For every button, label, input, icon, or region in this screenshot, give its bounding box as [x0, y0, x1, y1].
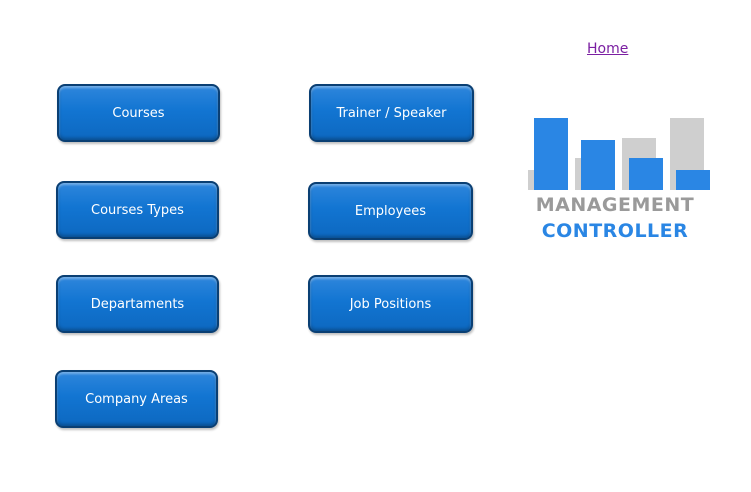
courses-button[interactable]: Courses: [57, 84, 220, 142]
trainer-speaker-button[interactable]: Trainer / Speaker: [309, 84, 474, 142]
departaments-button[interactable]: Departaments: [56, 275, 219, 333]
management-controller-logo: MANAGEMENT CONTROLLER: [527, 112, 713, 248]
courses-types-button[interactable]: Courses Types: [56, 181, 219, 239]
logo-bar: [676, 170, 710, 190]
job-positions-button[interactable]: Job Positions: [308, 275, 473, 333]
company-areas-button[interactable]: Company Areas: [55, 370, 218, 428]
employees-button[interactable]: Employees: [308, 182, 473, 240]
logo-bar: [581, 140, 615, 190]
home-link[interactable]: Home: [587, 41, 629, 57]
logo-text-management: MANAGEMENT: [535, 194, 695, 216]
logo-text-controller: CONTROLLER: [541, 220, 689, 242]
logo-bar: [629, 158, 663, 190]
logo-bar-graphic: [527, 112, 713, 190]
logo-bar: [528, 170, 538, 190]
logo-bar: [534, 118, 568, 190]
